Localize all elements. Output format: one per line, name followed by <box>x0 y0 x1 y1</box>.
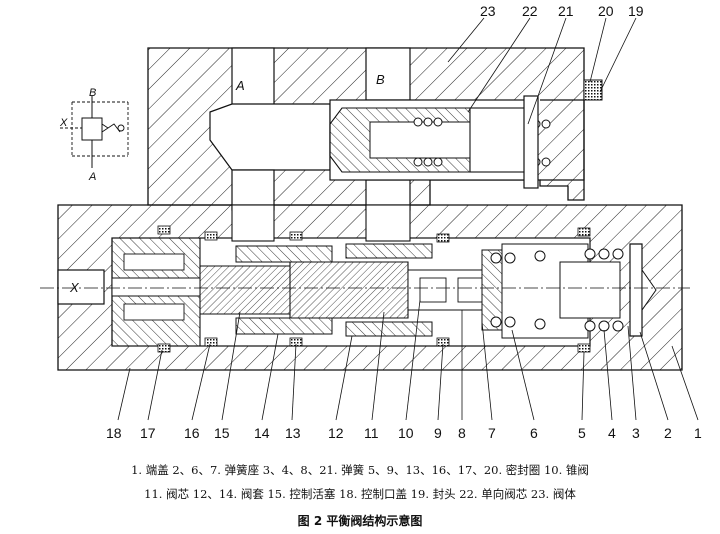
control-piston <box>199 265 291 315</box>
callout-20: 20 <box>598 3 614 19</box>
callout-14: 14 <box>254 425 270 441</box>
seal-rings <box>157 225 591 353</box>
end-head <box>523 79 603 189</box>
poppet-assembly <box>407 249 503 331</box>
callout-5: 5 <box>578 425 586 441</box>
callout-1: 1 <box>694 425 702 441</box>
port-b-label: B <box>376 72 385 87</box>
check-valve-core <box>329 107 527 173</box>
svg-text:B: B <box>89 87 96 99</box>
figure-caption: 图 2 平衡阀结构示意图 <box>297 514 423 528</box>
callout-4: 4 <box>608 425 616 441</box>
callout-2: 2 <box>664 425 672 441</box>
end-cap <box>629 243 657 337</box>
callout-19: 19 <box>628 3 644 19</box>
legend-line-2: 11. 阀芯 12、14. 阀套 15. 控制活塞 18. 控制口盖 19. 封… <box>144 487 576 501</box>
hydraulic-symbol: B X A <box>59 87 129 183</box>
leaders-bottom <box>117 299 699 421</box>
callouts-bottom: 18 17 16 15 14 13 12 11 10 9 8 7 6 5 4 3… <box>106 425 702 441</box>
callout-8: 8 <box>458 425 466 441</box>
leaders-top <box>447 17 637 125</box>
callout-22: 22 <box>522 3 538 19</box>
callout-21: 21 <box>558 3 574 19</box>
spring-21 <box>413 117 551 167</box>
spring-chamber <box>501 243 621 339</box>
callout-13: 13 <box>285 425 301 441</box>
svg-text:A: A <box>88 171 96 183</box>
callout-17: 17 <box>140 425 156 441</box>
callout-7: 7 <box>488 425 496 441</box>
control-port-cover <box>111 237 201 347</box>
spool <box>289 261 409 319</box>
callout-16: 16 <box>184 425 200 441</box>
port-a-label: A <box>235 78 245 93</box>
callouts-top: 23 22 21 20 19 <box>480 3 644 19</box>
callout-6: 6 <box>530 425 538 441</box>
legend-line-1: 1. 端盖 2、6、7. 弹簧座 3、4、8、21. 弹簧 5、9、13、16、… <box>131 463 589 477</box>
port-x-label: X <box>69 280 80 295</box>
callout-3: 3 <box>632 425 640 441</box>
callout-9: 9 <box>434 425 442 441</box>
springs-main <box>490 248 624 332</box>
callout-12: 12 <box>328 425 344 441</box>
valve-sleeves <box>235 243 433 337</box>
svg-text:X: X <box>59 117 68 129</box>
callout-15: 15 <box>214 425 230 441</box>
callout-10: 10 <box>398 425 414 441</box>
callout-18: 18 <box>106 425 122 441</box>
callout-11: 11 <box>364 425 379 441</box>
callout-23: 23 <box>480 3 496 19</box>
